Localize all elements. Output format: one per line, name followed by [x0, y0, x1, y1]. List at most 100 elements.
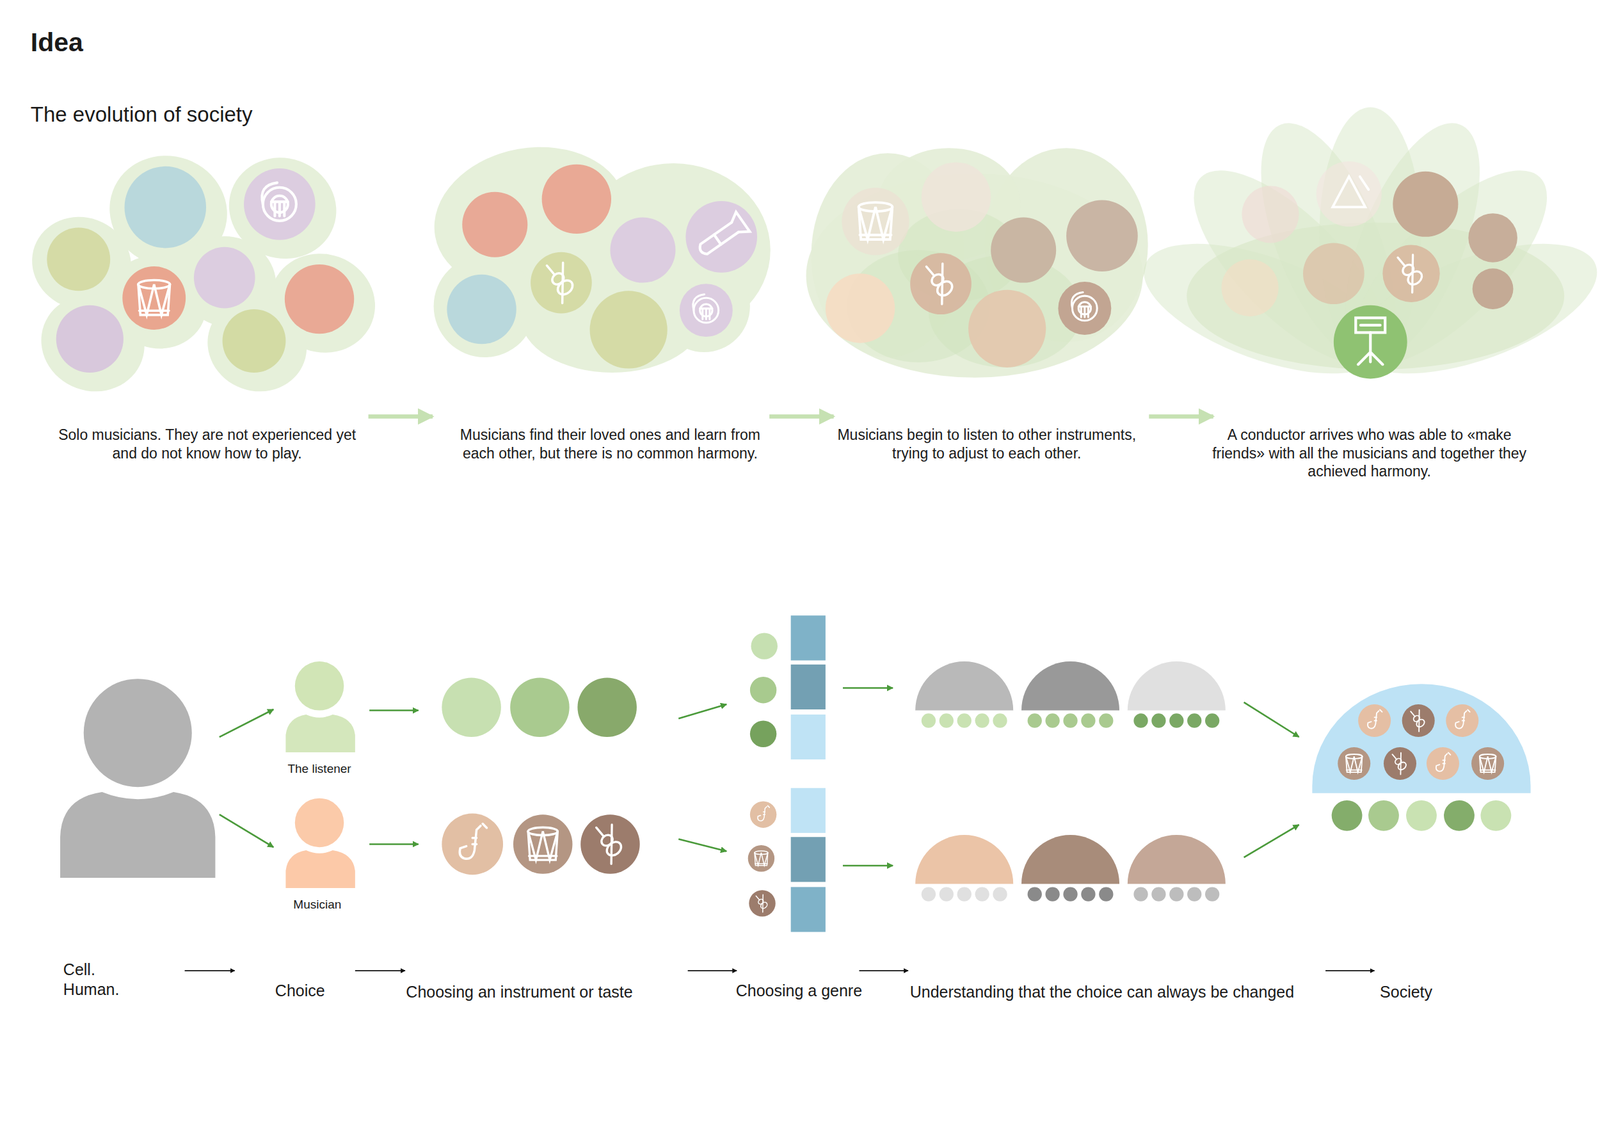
step-label: Choosing a genre — [715, 980, 882, 1001]
circle — [513, 814, 573, 873]
circle — [441, 677, 501, 737]
drum-icon — [1479, 753, 1497, 772]
genre-bar — [791, 664, 826, 710]
sax-icon — [1367, 709, 1383, 729]
circle — [441, 813, 504, 875]
genre-bar — [791, 714, 826, 760]
audience-dot — [939, 886, 954, 901]
step-label: Society — [1342, 981, 1471, 1002]
stage-arrow — [1148, 414, 1213, 418]
horn-icon — [261, 182, 297, 221]
musician-circle — [56, 305, 124, 373]
musician-circle — [193, 247, 256, 309]
flow-arrow — [369, 709, 419, 712]
step-label: Understanding that the choice can always… — [884, 981, 1320, 1002]
horn-icon — [1071, 292, 1097, 321]
audience-dot — [1080, 886, 1096, 901]
genre-bar — [791, 787, 826, 833]
trombone-icon — [694, 211, 751, 261]
triangle-icon — [1332, 176, 1369, 208]
audience-dot — [957, 712, 972, 728]
instrument-circle — [1471, 746, 1504, 780]
drum-icon — [138, 280, 170, 315]
audience-dot — [1063, 712, 1078, 728]
stage-dome — [1021, 661, 1120, 711]
listener-head — [295, 661, 345, 711]
musician-circle — [46, 227, 111, 292]
flow-arrow — [1244, 702, 1300, 737]
musician-circle — [446, 274, 516, 344]
musician-circle — [124, 166, 207, 249]
timeline-arrow — [184, 969, 235, 971]
flow-arrow — [678, 704, 727, 719]
violin-icon — [1387, 749, 1412, 775]
circle — [750, 720, 777, 747]
sax-icon — [1455, 709, 1471, 729]
musician-circle — [222, 309, 287, 373]
genre-bar — [791, 615, 826, 660]
flow-arrow — [678, 838, 727, 851]
musician-circle — [1057, 281, 1112, 335]
audience-dot — [1151, 712, 1166, 728]
audience-dot — [921, 712, 936, 728]
musician-circle — [1241, 185, 1299, 243]
circle — [577, 677, 637, 737]
musician-circle — [679, 283, 733, 337]
audience-dot — [1205, 886, 1220, 901]
instrument-circle — [1445, 704, 1479, 737]
figure-label: Musician — [253, 896, 382, 912]
circle — [750, 800, 777, 827]
blob — [657, 260, 750, 352]
violin-icon — [537, 256, 584, 303]
timeline-arrow — [355, 969, 406, 971]
musician-circle — [990, 217, 1056, 283]
stage-arrow — [368, 414, 433, 418]
audience-dot — [1443, 800, 1475, 831]
sax-icon — [1436, 752, 1451, 771]
stage-dome — [915, 834, 1014, 884]
person-body — [60, 791, 216, 878]
violin-icon — [917, 257, 963, 304]
instrument-circle — [1383, 746, 1417, 780]
musician-circle — [921, 161, 991, 232]
audience-dot — [1406, 800, 1437, 831]
violin-icon — [586, 818, 631, 864]
stage-dome — [1127, 661, 1226, 711]
drum-icon — [1345, 753, 1363, 772]
drum-icon — [528, 826, 558, 860]
circle — [580, 814, 640, 873]
musician-circle — [609, 217, 676, 283]
audience-dot — [1098, 886, 1113, 901]
drum-icon — [754, 850, 768, 866]
audience-dot — [1063, 886, 1078, 901]
circle — [748, 889, 776, 916]
audience-dot — [1045, 712, 1060, 728]
stage-arrow — [769, 414, 834, 418]
audience-dot — [992, 712, 1007, 728]
audience-dot — [1045, 886, 1060, 901]
genre-bar — [791, 836, 826, 882]
musician-head — [295, 798, 345, 848]
musician-circle — [1303, 242, 1365, 304]
flow-arrow — [842, 864, 893, 867]
stage-caption: A conductor arrives who was able to «mak… — [1209, 425, 1530, 481]
musician-circle — [968, 289, 1046, 368]
society-dome — [1312, 683, 1531, 793]
violin-icon — [1405, 706, 1430, 732]
musician-circle — [685, 200, 758, 273]
audience-dot — [1169, 886, 1184, 901]
audience-dot — [992, 886, 1007, 901]
instrument-circle — [1358, 704, 1391, 737]
audience-dot — [974, 886, 989, 901]
timeline-arrow — [858, 969, 909, 971]
musician-circle — [825, 273, 895, 343]
stage-caption: Musicians find their loved ones and lear… — [459, 425, 761, 463]
musician-body — [285, 849, 355, 888]
instrument-circle — [1402, 704, 1435, 737]
stage-dome — [1021, 834, 1120, 884]
blob — [433, 255, 536, 358]
stand-icon — [1355, 317, 1385, 365]
flow-arrow — [219, 814, 274, 847]
